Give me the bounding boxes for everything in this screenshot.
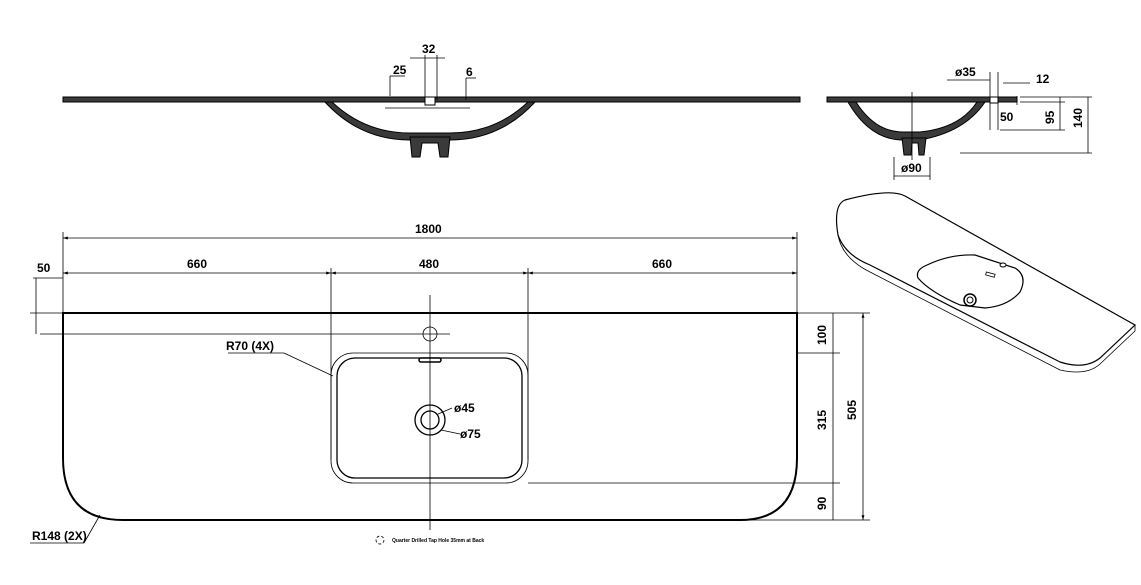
- dim-tap-hole-width: 32: [422, 42, 436, 56]
- side-section-view: ø35 12 50 95 140 ø90: [826, 65, 1092, 180]
- side-waste: [901, 137, 927, 156]
- plan-basin-outer: [330, 352, 529, 484]
- note-tap-hole-icon: [375, 535, 385, 545]
- front-bowl: [323, 101, 537, 141]
- dim-waste-inner: ø45: [454, 401, 475, 415]
- dim-back-margin: 50: [37, 261, 51, 275]
- side-slab: [826, 96, 1018, 103]
- dim-left-width: 660: [187, 257, 207, 271]
- front-section-view: 32 25 6: [62, 42, 801, 158]
- dim-tap-diameter: ø35: [955, 65, 976, 79]
- dim-overall-width: 1800: [415, 222, 442, 236]
- dim-basin-width: 480: [419, 257, 439, 271]
- dim-back-depth: 100: [815, 325, 829, 345]
- dim-depth-b: 95: [1043, 110, 1057, 124]
- iso-waste: [963, 293, 977, 307]
- dim-basin-depth: 315: [815, 410, 829, 430]
- dim-depth-total: 140: [1071, 108, 1085, 128]
- dim-basin-radius: R70 (4X): [226, 339, 274, 353]
- iso-tap-hole: [999, 262, 1007, 268]
- dim-depth-a: 50: [1000, 110, 1014, 124]
- front-waste: [409, 136, 451, 158]
- iso-slab-edge: [837, 234, 1136, 373]
- note-tap-hole: Quarter Drilled Tap Hole 35mm at Back: [392, 538, 484, 544]
- dim-right-width: 660: [652, 257, 672, 271]
- iso-overflow: [985, 271, 996, 278]
- dim-right-offset: 6: [466, 65, 473, 79]
- front-tap-hole: [424, 96, 436, 106]
- dim-edge-thickness: 12: [1036, 72, 1050, 86]
- side-bowl: [847, 101, 986, 141]
- isometric-preview: [835, 192, 1137, 373]
- dim-waste-outer: ø75: [460, 427, 481, 441]
- iso-basin: [916, 254, 1024, 309]
- dim-overall-depth: 505: [845, 400, 859, 420]
- dim-corner-radius: R148 (2X): [32, 529, 87, 543]
- dim-front-depth: 90: [815, 496, 829, 510]
- plan-basin-inner: [336, 357, 523, 479]
- dim-left-offset: 25: [393, 63, 407, 77]
- plan-view: 1800 660 480 660 50 R70 (4X) R148 (2X) ø…: [30, 222, 870, 545]
- dim-waste-diameter: ø90: [901, 161, 922, 175]
